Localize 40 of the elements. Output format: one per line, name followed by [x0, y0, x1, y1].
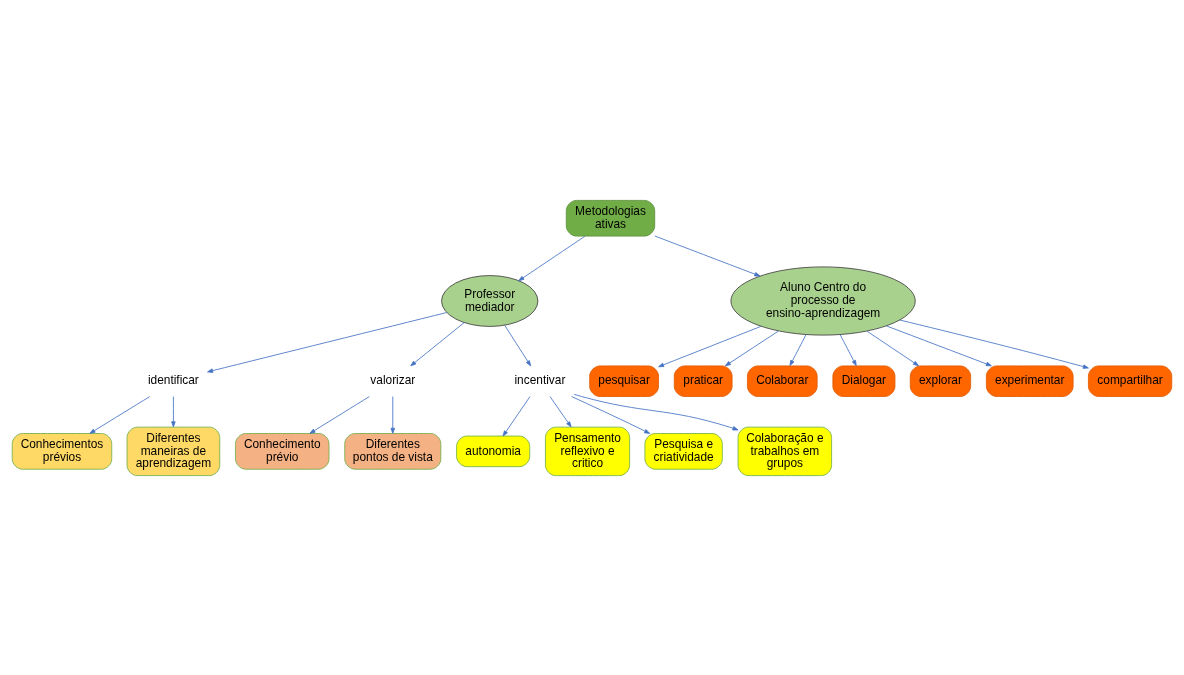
node-box: pesquisar [589, 364, 659, 397]
arrow [89, 395, 151, 434]
node-box: explorar [909, 364, 972, 397]
node-box: Pesquisa e criatividade [644, 432, 723, 470]
node-box: Dialogar [832, 364, 896, 397]
node-box: Colaborar [747, 364, 818, 397]
arrow [171, 395, 176, 427]
arrow [571, 395, 651, 434]
node-box: praticar [673, 364, 733, 397]
node-box: Diferentes maneiras de aprendizagem [126, 426, 221, 476]
arrow [654, 235, 761, 276]
node-text: incentivar [514, 372, 566, 387]
node-box: Diferentes pontos de vista [344, 432, 442, 470]
node-box: Metodologias ativas [565, 199, 656, 237]
node-text: identificar [147, 372, 199, 387]
arrow [899, 319, 1089, 369]
arrow [724, 330, 779, 366]
node-box: Pensamento reflexivo e critico [545, 426, 631, 476]
arrow [390, 395, 395, 434]
node-box: Colaboração e trabalhos em grupos [737, 426, 833, 476]
arrow [573, 393, 739, 430]
node-box: experimentar [985, 364, 1074, 397]
arrow [502, 395, 531, 436]
arrow [410, 321, 465, 366]
arrow [207, 311, 448, 373]
node-box: autonomia [456, 435, 531, 467]
arrow [658, 325, 762, 367]
node-box: Conhecimento prévio [235, 432, 330, 470]
node-text: valorizar [370, 372, 416, 387]
arrow [789, 333, 807, 366]
arrow [839, 333, 857, 366]
node-box: Conhecimentos prévios [11, 432, 113, 470]
arrow [504, 324, 532, 366]
node-box: compartilhar [1088, 364, 1173, 397]
arrow [886, 325, 992, 366]
arrow [309, 395, 370, 434]
node-ellipse: Aluno Centro do processo de ensino-aprendizagem [730, 265, 916, 336]
arrow [549, 395, 572, 427]
arrow [518, 235, 586, 281]
arrow [866, 330, 919, 366]
